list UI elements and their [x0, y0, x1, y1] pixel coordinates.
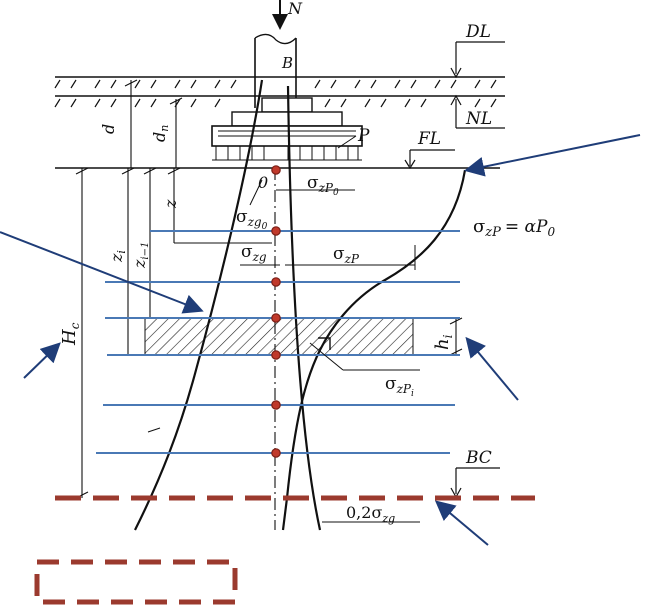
dimension-dn [169, 97, 183, 168]
fl-marker [404, 149, 455, 170]
label-dn: dn [150, 125, 171, 142]
label-zi-1: zi−1 [130, 242, 151, 269]
label-b: B [281, 54, 293, 72]
label-sigma-zg: σzg [241, 242, 267, 264]
label-fl: FL [417, 129, 441, 149]
sigma-zpi-arrow [318, 337, 331, 350]
label-p: P [357, 126, 370, 146]
dimension-zi-1 [143, 167, 157, 318]
annotation-arrows [0, 134, 641, 546]
sigma-zg-tick [147, 427, 161, 433]
label-nl: NL [465, 109, 492, 129]
bc-marker [450, 467, 500, 499]
layer-point [271, 313, 281, 323]
layer-point [271, 165, 281, 175]
dimension-zi [121, 167, 135, 355]
nl-marker [450, 94, 505, 129]
layer-point [271, 400, 281, 410]
label-zi: zi [107, 250, 128, 263]
label-sigma-zp0: σzP0 [307, 173, 339, 198]
label-sigma-formula: σzP= αP0 [473, 216, 555, 240]
ground-dl [54, 76, 505, 89]
arrow-to-bc [434, 500, 489, 546]
arrow-to-hc [23, 342, 61, 379]
label-hc: Hc [59, 322, 82, 346]
footing [211, 97, 363, 147]
sigma-zg0-leader [249, 179, 263, 206]
sigma-zpi-leader [309, 342, 344, 371]
empty-answer-box[interactable] [34, 559, 238, 605]
dimension-d [124, 79, 138, 168]
dl-marker [450, 41, 505, 79]
layer-point [271, 226, 281, 236]
layer-points [271, 165, 281, 458]
arrow-to-hi [465, 336, 519, 401]
layer-point [271, 277, 281, 287]
label-zero: 0 [258, 173, 268, 192]
arrow-to-sigma-zp-curve [464, 134, 641, 177]
sigma-zg-right-curve [286, 85, 322, 531]
label-z: z [161, 199, 180, 209]
arrow-to-sigma-zg-curve [0, 231, 204, 314]
layer-point [271, 448, 281, 458]
label-bc-coef: 0,2σzg [346, 503, 395, 525]
pressure-arrows [212, 146, 362, 161]
label-dl: DL [465, 22, 491, 42]
label-bc: BC [465, 448, 492, 468]
layer-point [271, 350, 281, 360]
label-hi: hi [432, 334, 455, 350]
label-n: N [287, 0, 303, 18]
hatched-layer-i [144, 317, 414, 356]
p-leader [337, 135, 357, 149]
label-sigma-zpi: σzPi [385, 374, 414, 399]
label-sigma-zg0: σzg0 [236, 207, 268, 232]
sigma-zg-curve [134, 79, 264, 531]
label-sigma-zp: σzP [333, 244, 360, 266]
ground-nl [54, 95, 505, 108]
label-d: d [99, 124, 118, 134]
